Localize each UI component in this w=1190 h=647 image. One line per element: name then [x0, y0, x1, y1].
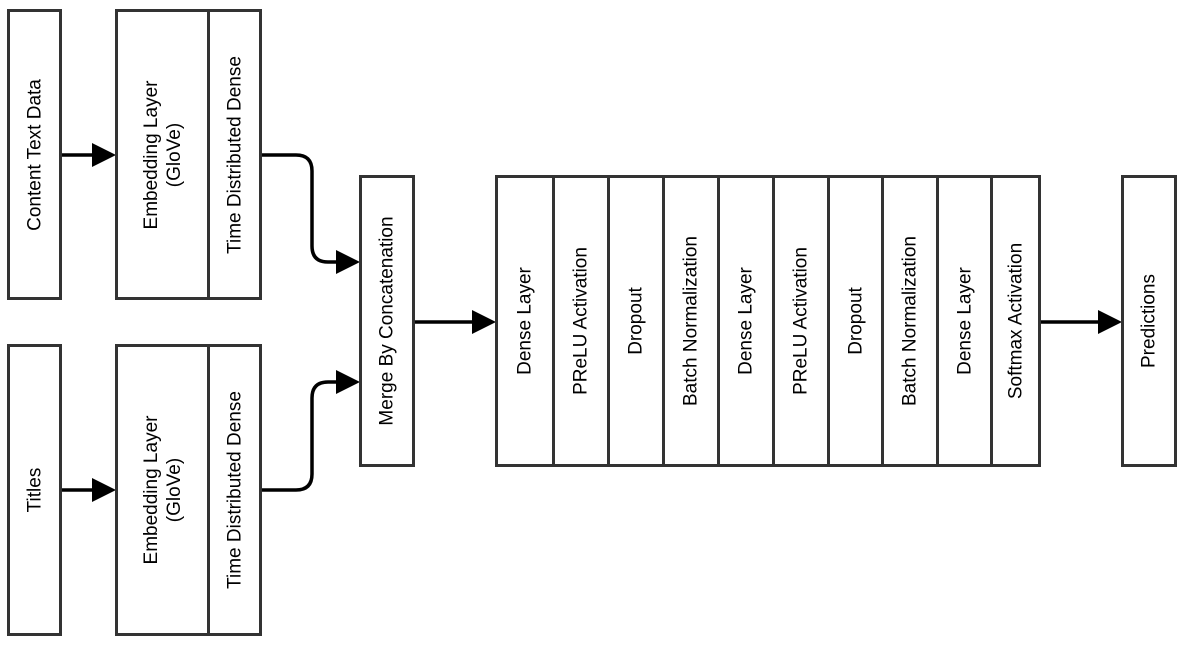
arrowhead [336, 370, 360, 394]
time-distributed-dense-top: Time Distributed Dense [207, 12, 259, 297]
arrowhead [92, 478, 116, 502]
arrow-top-encoder-to-merge [262, 153, 338, 264]
arrowhead [1098, 310, 1122, 334]
input-titles: Titles [7, 344, 62, 636]
stack-layer: PReLU Activation [552, 178, 607, 464]
merge-by-concatenation: Merge By Concatenation [359, 175, 415, 467]
stack-layer: PReLU Activation [772, 178, 827, 464]
embedding-layer-top: Embedding Layer(GloVe) [118, 12, 207, 297]
stack-layer: Batch Normalization [662, 178, 717, 464]
stack-layer: Dense Layer [514, 267, 536, 375]
embedding-layer-bottom: Embedding Layer(GloVe) [118, 347, 207, 633]
predictions-output: Predictions [1121, 175, 1177, 467]
time-distributed-dense-bottom: Time Distributed Dense [207, 347, 259, 633]
predictions-label: Predictions [1138, 274, 1160, 368]
arrowhead [472, 310, 496, 334]
embedding-label-line1: Embedding Layer [140, 80, 162, 229]
encoder-top: Embedding Layer(GloVe) Time Distributed … [115, 9, 262, 300]
arrowhead [336, 250, 360, 274]
stack-layer: Softmax Activation [990, 178, 1038, 464]
stack-layer: Dense Layer [936, 178, 990, 464]
input-titles-label: Titles [24, 467, 45, 513]
embedding-label-line2: (GloVe) [163, 122, 185, 187]
stack-layer: Dropout [827, 178, 881, 464]
embedding-label-line2: (GloVe) [163, 457, 185, 523]
encoder-bottom: Embedding Layer(GloVe) Time Distributed … [115, 344, 262, 636]
stack-layer: Batch Normalization [881, 178, 936, 464]
arrowhead [92, 143, 116, 167]
stack-layer: Dropout [607, 178, 662, 464]
input-content-label: Content Text Data [24, 78, 45, 231]
embedding-label-line1: Embedding Layer [140, 415, 162, 565]
arrow-bottom-encoder-to-merge [262, 380, 338, 492]
merge-label: Merge By Concatenation [376, 216, 398, 426]
dense-stack: Dense Layer PReLU Activation Dropout Bat… [495, 175, 1041, 467]
time-distributed-label: Time Distributed Dense [224, 55, 245, 254]
input-content-text-data: Content Text Data [7, 9, 62, 300]
stack-layer: Dense Layer [717, 178, 772, 464]
time-distributed-label: Time Distributed Dense [224, 391, 245, 589]
